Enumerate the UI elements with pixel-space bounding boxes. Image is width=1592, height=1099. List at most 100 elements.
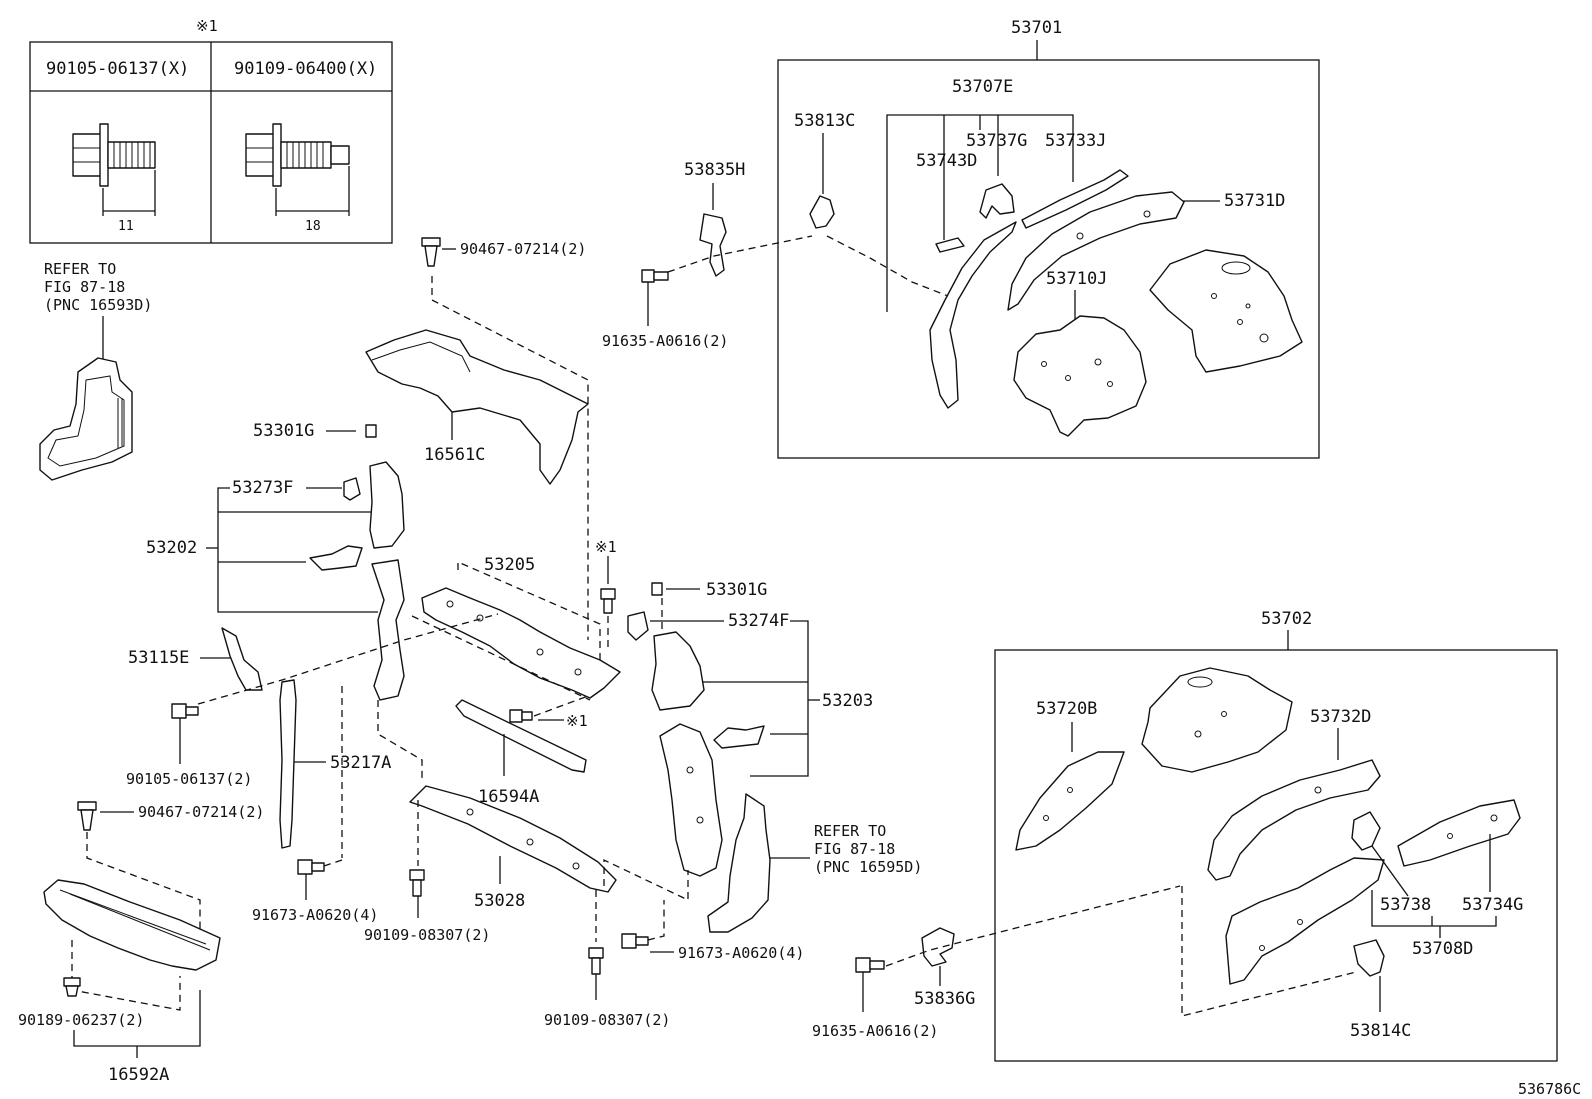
bolt-note-a-icon bbox=[600, 588, 616, 614]
apron-53732D bbox=[1207, 759, 1381, 881]
group-90109-b: 90109-08307(2) bbox=[544, 890, 670, 1029]
upper-support-53202 bbox=[369, 461, 405, 549]
refer-right-line3: (PNC 16595D) bbox=[814, 858, 922, 876]
group-90467-top: 90467-07214(2) bbox=[421, 237, 589, 640]
bracket-53738 bbox=[1351, 811, 1381, 851]
group-53301G-a: 53301G bbox=[253, 421, 377, 441]
upper-support-53203 bbox=[651, 631, 705, 711]
refer-right-line2: FIG 87-18 bbox=[814, 840, 895, 858]
bolt-90109-a-icon bbox=[409, 869, 425, 897]
bracket-53737G bbox=[979, 183, 1015, 219]
group-53028: 53028 bbox=[409, 785, 689, 911]
callout-53732D: 53732D bbox=[1310, 707, 1371, 727]
callout-90109-b: 90109-08307(2) bbox=[544, 1011, 670, 1029]
seal-16592A bbox=[43, 879, 221, 971]
bracket-53813C bbox=[809, 195, 835, 229]
callout-53301G-a: 53301G bbox=[253, 421, 314, 441]
left-splash-shield bbox=[39, 357, 133, 481]
table-col1-part-number: 90105-06137(X) bbox=[46, 59, 189, 79]
refer-right-line1: REFER TO bbox=[814, 822, 886, 840]
bracket-53835H bbox=[699, 213, 727, 277]
group-53835H: 53835H 91635-A0616(2) bbox=[602, 160, 813, 350]
bolt-90109-b-icon bbox=[588, 947, 604, 975]
bolt-91673-a-icon bbox=[297, 859, 325, 875]
callout-90105-bottom: 90105-06137(2) bbox=[126, 770, 252, 788]
refer-note-right: REFER TO FIG 87-18 (PNC 16595D) bbox=[707, 793, 922, 933]
group-53202: 53273F 53202 bbox=[146, 461, 405, 701]
callout-53814C: 53814C bbox=[1350, 1021, 1411, 1041]
callout-53115E: 53115E bbox=[128, 648, 189, 668]
member-53734G bbox=[1397, 799, 1521, 867]
group-note-bolt-a: ※1 bbox=[595, 538, 617, 650]
table-col1-dimension: 11 bbox=[118, 219, 134, 234]
callout-53738: 53738 bbox=[1380, 895, 1431, 915]
callout-53708D: 53708D bbox=[1412, 939, 1473, 959]
bracket-53814C bbox=[1353, 939, 1385, 977]
callout-91673-b: 91673-A0620(4) bbox=[678, 944, 804, 962]
bracket-53115E bbox=[221, 627, 263, 691]
group-53115E: 53115E bbox=[128, 613, 499, 705]
callout-53743D: 53743D bbox=[916, 151, 977, 171]
callout-53273F: 53273F bbox=[232, 478, 293, 498]
refer-note-left: REFER TO FIG 87-18 (PNC 16593D) bbox=[39, 260, 152, 481]
member-53733J bbox=[1021, 169, 1129, 229]
callout-53733J: 53733J bbox=[1045, 131, 1106, 151]
air-duct-16561C bbox=[365, 329, 589, 485]
seal-16594A bbox=[455, 699, 587, 773]
group-90467-bottom: 90467-07214(2) bbox=[77, 801, 264, 831]
bracket-53203-small bbox=[713, 725, 765, 749]
callout-53274F: 53274F bbox=[728, 611, 789, 631]
housing-upper-53702 bbox=[1141, 667, 1293, 773]
group-90109-a: 90109-08307(2) bbox=[364, 800, 490, 944]
note-mark-b: ※1 bbox=[566, 712, 588, 730]
spacer-53301G-b bbox=[651, 582, 663, 596]
bolt-91673-b-icon bbox=[621, 933, 649, 949]
group-53217A: 53217A bbox=[279, 679, 423, 858]
callout-53734G: 53734G bbox=[1462, 895, 1523, 915]
group-53702-box bbox=[994, 649, 1558, 1062]
callout-91635-top: 91635-A0616(2) bbox=[602, 332, 728, 350]
bracket-53836G bbox=[921, 927, 955, 967]
note-mark-a: ※1 bbox=[595, 538, 617, 556]
callout-16561C: 16561C bbox=[424, 445, 485, 465]
inner-reinforcement-53707E bbox=[929, 221, 1017, 409]
callout-90467-bottom: 90467-07214(2) bbox=[138, 803, 264, 821]
callout-53720B: 53720B bbox=[1036, 699, 1097, 719]
callout-53202: 53202 bbox=[146, 538, 197, 558]
bracket-53202-small bbox=[309, 545, 363, 571]
callout-53710J: 53710J bbox=[1046, 269, 1107, 289]
group-16561C: 16561C bbox=[365, 329, 589, 485]
group-53701: 53701 53707E 53813C 53737G 53733J 53743D… bbox=[777, 18, 1320, 459]
member-53708D bbox=[1225, 857, 1385, 985]
spacer-53301G-a bbox=[365, 424, 377, 438]
callout-53731D: 53731D bbox=[1224, 191, 1285, 211]
apron-53731D bbox=[1007, 191, 1185, 311]
bolt-91635-bottom-icon bbox=[855, 957, 885, 973]
callout-53217A: 53217A bbox=[330, 753, 391, 773]
refer-left-line3: (PNC 16593D) bbox=[44, 296, 152, 314]
callout-53205: 53205 bbox=[484, 555, 535, 575]
callout-53028: 53028 bbox=[474, 891, 525, 911]
callout-90189: 90189-06237(2) bbox=[18, 1011, 144, 1029]
figure-id: 536786C bbox=[1518, 1080, 1581, 1098]
group-16592A: 90189-06237(2) 16592A bbox=[18, 832, 221, 1085]
bracket-53743D bbox=[935, 237, 965, 253]
callout-53737G: 53737G bbox=[966, 131, 1027, 151]
group-53702: 53702 53720B 53732D 53738 53734G 53708D … bbox=[994, 609, 1558, 1062]
group-53203: 53301G 53274F 53203 bbox=[627, 580, 873, 877]
note-mark: ※1 bbox=[196, 17, 218, 35]
clip-90467-top-icon bbox=[421, 237, 441, 267]
refer-left-line2: FIG 87-18 bbox=[44, 278, 125, 296]
callout-90109-a: 90109-08307(2) bbox=[364, 926, 490, 944]
extension-53720B bbox=[1015, 751, 1125, 851]
callout-53702: 53702 bbox=[1261, 609, 1312, 629]
group-53836G: 53836G 91635-A0616(2) bbox=[812, 885, 1181, 1040]
lower-support-53028 bbox=[409, 785, 617, 893]
callout-53701: 53701 bbox=[1011, 18, 1062, 38]
clip-90467-bottom-icon bbox=[77, 801, 97, 831]
callout-16594A: 16594A bbox=[478, 787, 539, 807]
callout-53707E: 53707E bbox=[952, 77, 1013, 97]
flange-bolt-long-drawing bbox=[245, 123, 350, 216]
bracket-53273F bbox=[343, 477, 361, 501]
